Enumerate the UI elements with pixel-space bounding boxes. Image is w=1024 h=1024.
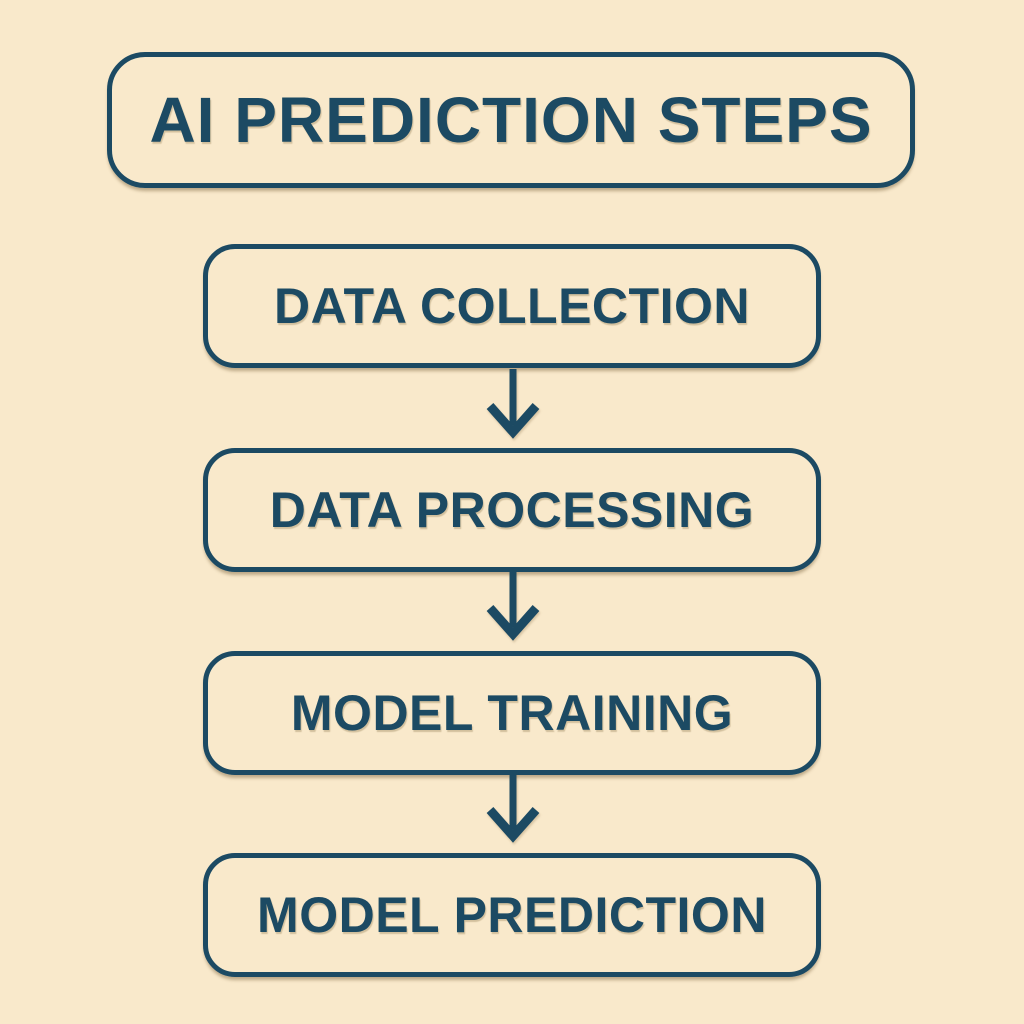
arrow-down-icon (483, 571, 543, 643)
step-box-model-prediction: MODEL PREDICTION (203, 853, 821, 977)
step-box-model-training: MODEL TRAINING (203, 651, 821, 775)
step-box-data-processing: DATA PROCESSING (203, 448, 821, 572)
step-box-data-collection: DATA COLLECTION (203, 244, 821, 368)
step-label: MODEL TRAINING (290, 685, 734, 741)
step-label: DATA COLLECTION (274, 278, 750, 334)
arrow-down-icon (483, 369, 543, 441)
arrow-down-icon (483, 773, 543, 845)
step-label: DATA PROCESSING (269, 482, 755, 538)
diagram-title-box: AI PREDICTION STEPS (107, 52, 915, 188)
diagram-title: AI PREDICTION STEPS (149, 84, 873, 156)
step-label: MODEL PREDICTION (257, 887, 767, 943)
